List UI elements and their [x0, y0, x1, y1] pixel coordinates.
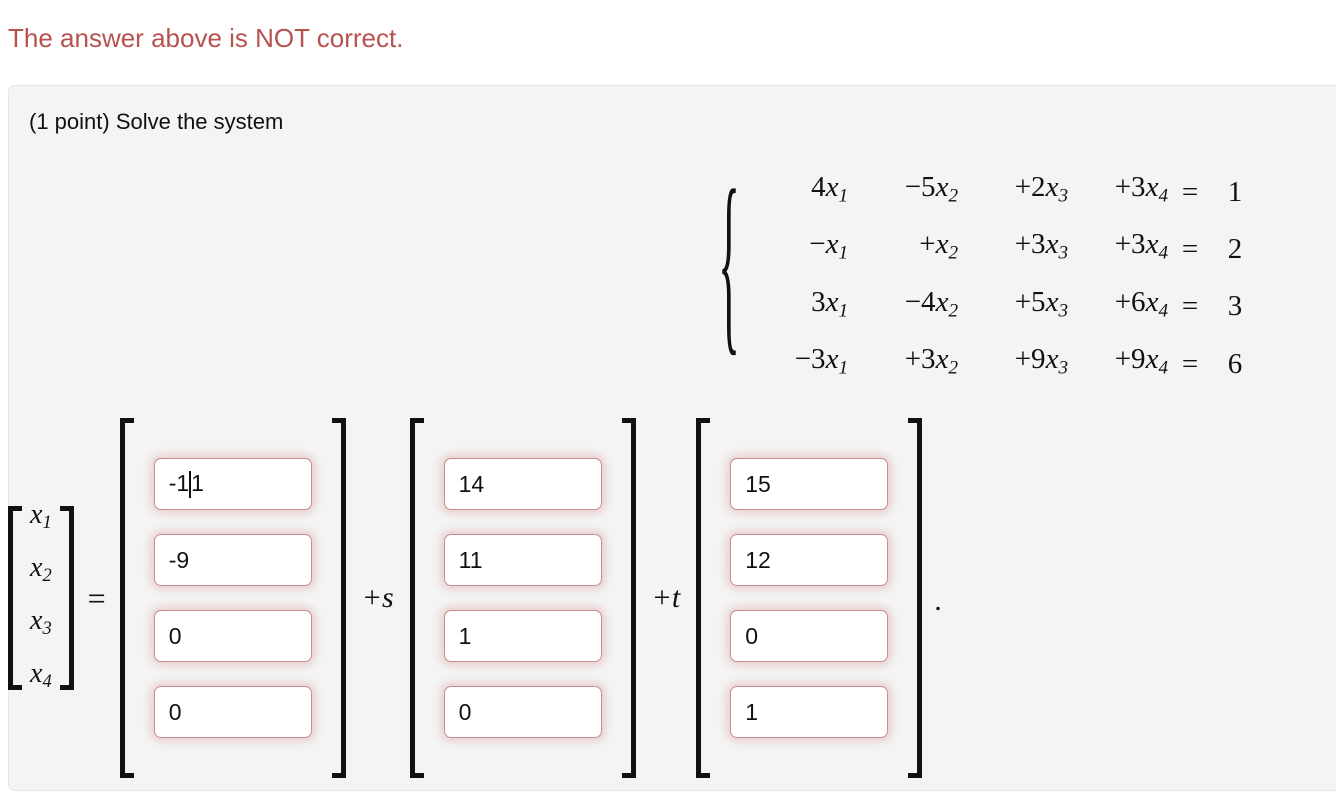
problem-prompt: (1 point) Solve the system — [29, 109, 284, 134]
answer-input-t1[interactable]: 15 — [730, 458, 889, 510]
eq2-term1: −x1 — [809, 228, 848, 264]
plus-t-label: +t — [651, 581, 681, 614]
answer-input-t3-value: 0 — [745, 622, 759, 649]
plus-t-operator: +t — [652, 581, 681, 615]
answer-input-s2[interactable]: 11 — [443, 534, 602, 586]
eq4-term2: +3x2 — [904, 343, 958, 379]
eq1-term3: +2x3 — [1014, 171, 1068, 207]
unknown-x2: x2 — [30, 551, 52, 585]
answer-input-s4-value: 0 — [458, 698, 472, 725]
eq3-equals: = — [1181, 290, 1199, 323]
eq3-rhs: 3 — [1227, 290, 1243, 323]
answer-input-t4[interactable]: 1 — [730, 686, 889, 738]
eq1-term1: 4x1 — [811, 171, 848, 207]
eq3-term4: +6x4 — [1114, 285, 1168, 322]
equation-row: −x1 +x2 +3x3 +3x4 = 2 — [752, 220, 1258, 277]
unknown-x1: x1 — [30, 498, 52, 532]
eq3-term1: 3x1 — [811, 285, 848, 322]
eq1-equals: = — [1181, 175, 1199, 208]
trailing-period: . — [934, 584, 942, 617]
t-direction-vector: 15 12 0 1 — [696, 418, 923, 778]
plus-s-operator: +s — [362, 581, 394, 615]
unknown-vector: x1 x2 x3 x4 — [8, 499, 74, 691]
eq3-term3: +5x3 — [1014, 285, 1068, 322]
answer-incorrect-alert: The answer above is NOT correct. — [8, 23, 404, 53]
eq2-equals: = — [1181, 233, 1199, 266]
eq2-term4: +3x4 — [1114, 228, 1168, 264]
equation-row: 4x1 −5x2 +2x3 +3x4 = 1 — [752, 163, 1258, 220]
equation-table: 4x1 −5x2 +2x3 +3x4 = 1 −x1 +x2 +3x3 +3x4… — [752, 163, 1258, 392]
equation-row: −3x1 +3x2 +9x3 +9x4 = 6 — [752, 335, 1258, 392]
s-direction-vector: 14 11 1 0 — [409, 418, 636, 778]
equals-sign: = — [87, 579, 106, 616]
eq2-term2: +x2 — [919, 228, 958, 264]
answer-input-s1-value: 14 — [458, 470, 485, 497]
eq1-rhs: 1 — [1227, 175, 1243, 208]
answer-input-s4[interactable]: 0 — [443, 686, 602, 738]
eq3-term2: −4x2 — [904, 285, 958, 322]
answer-input-p1[interactable]: -11 — [153, 458, 312, 510]
answer-input-p4-value: 0 — [168, 698, 182, 725]
answer-input-s3-value: 1 — [458, 622, 472, 649]
system-brace: { — [718, 163, 740, 359]
answer-input-p3[interactable]: 0 — [153, 610, 312, 662]
eq4-equals: = — [1181, 347, 1199, 380]
plus-s-label: +s — [361, 581, 394, 614]
answer-input-t2-value: 12 — [745, 546, 771, 573]
unknown-x3: x3 — [30, 605, 52, 639]
eq1-term2: −5x2 — [904, 171, 958, 207]
answer-input-p4[interactable]: 0 — [153, 686, 312, 738]
answer-input-p2[interactable]: -9 — [153, 534, 312, 586]
answer-input-t2[interactable]: 12 — [730, 534, 889, 586]
eq1-term4: +3x4 — [1114, 171, 1168, 207]
text-caret — [189, 471, 192, 499]
eq2-rhs: 2 — [1227, 233, 1243, 266]
answer-input-t4-value: 1 — [745, 698, 759, 725]
eq4-rhs: 6 — [1227, 347, 1243, 380]
answer-input-p1-value: -11 — [169, 470, 204, 499]
answer-input-s1[interactable]: 14 — [443, 458, 602, 510]
solution-expression: x1 x2 x3 x4 = -11 -9 0 0 +s 14 — [8, 418, 942, 778]
eq4-term3: +9x3 — [1014, 343, 1068, 379]
answer-input-t1-value: 15 — [745, 470, 771, 497]
particular-solution-vector: -11 -9 0 0 — [119, 418, 346, 778]
eq4-term4: +9x4 — [1114, 343, 1168, 379]
answer-input-p3-value: 0 — [168, 622, 182, 649]
equation-row: 3x1 −4x2 +5x3 +6x4 = 3 — [752, 278, 1258, 335]
unknown-x4: x4 — [30, 658, 52, 692]
eq2-term3: +3x3 — [1014, 228, 1068, 264]
answer-input-t3[interactable]: 0 — [730, 610, 889, 662]
equation-system: { 4x1 −5x2 +2x3 +3x4 = 1 −x1 +x2 +3x3 +3… — [712, 163, 1258, 392]
eq4-term1: −3x1 — [794, 343, 848, 379]
answer-input-s2-value: 11 — [458, 546, 483, 573]
answer-input-s3[interactable]: 1 — [443, 610, 602, 662]
answer-input-p2-value: -9 — [168, 546, 190, 573]
problem-panel: (1 point) Solve the system — [8, 85, 1336, 791]
